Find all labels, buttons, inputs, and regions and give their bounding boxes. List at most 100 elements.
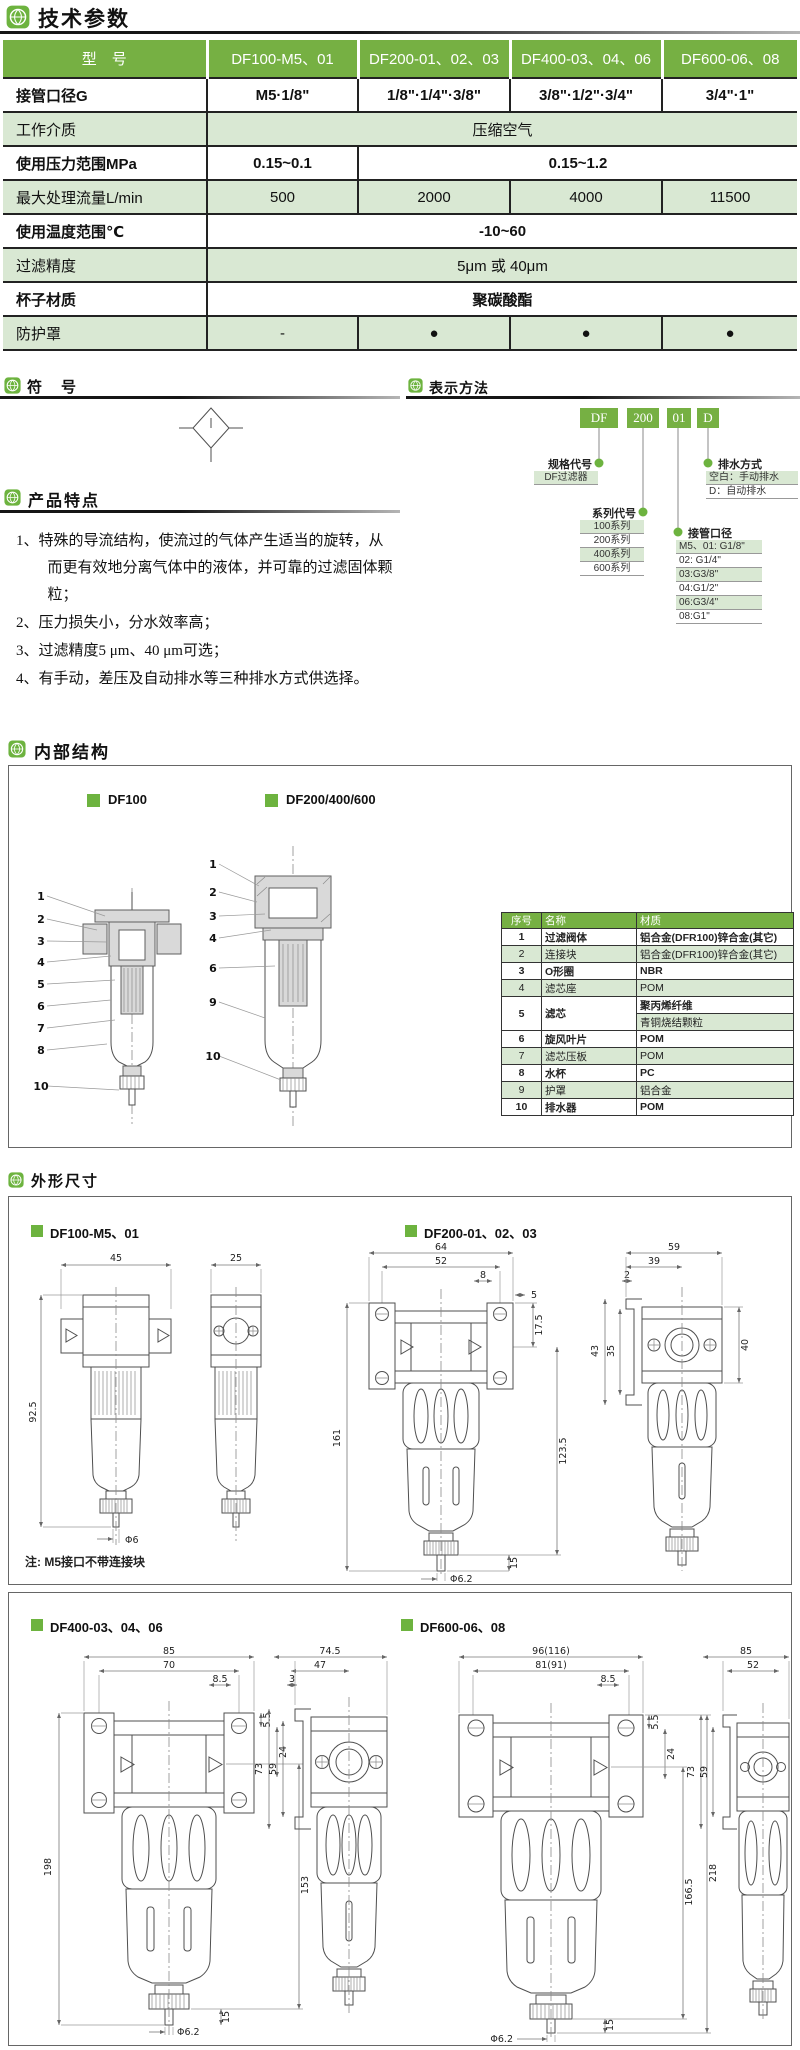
spec-row-flow: 最大处理流量L/min 500 2000 4000 11500 — [3, 180, 797, 215]
df100-dim-label: DF100-M5、01 — [50, 1226, 139, 1241]
callout-number: 7 — [37, 1022, 45, 1035]
green-dot — [638, 507, 648, 517]
callout-number: 5 — [37, 978, 45, 991]
spec-cell: 500 — [207, 180, 358, 215]
part-no: 7 — [501, 1047, 542, 1065]
dim-label: 47 — [314, 1660, 326, 1671]
series-item: 200系列 — [580, 534, 644, 548]
series-item: 100系列 — [580, 520, 644, 534]
spec-cell: - — [207, 316, 358, 351]
dim-label: 40 — [740, 1339, 751, 1351]
spec-cell: M5·1/8" — [207, 78, 358, 113]
dim-label: 198 — [43, 1858, 54, 1876]
code-box-df: DF — [580, 408, 618, 428]
dim-label: 3 — [289, 1674, 295, 1685]
parts-row: 9 护罩 铝合金 — [501, 1081, 794, 1099]
part-name: 排水器 — [541, 1098, 637, 1116]
dim-label: 5.5 — [262, 1712, 273, 1727]
part-material: NBR — [636, 962, 794, 980]
dim-label: 85 — [163, 1646, 175, 1657]
part-material: 铝合金 — [636, 1081, 794, 1099]
parts-row: 2 连接块 铝合金(DFR100)锌合金(其它) — [501, 945, 794, 963]
spec-header-df600: DF600-06、08 — [662, 40, 797, 79]
port-item: 03:G3/8" — [676, 568, 762, 582]
spec-row-port: 接管口径G M5·1/8" 1/8"·1/4"·3/8" 3/8"·1/2"·3… — [3, 78, 797, 113]
spec-cell: 4000 — [509, 180, 662, 215]
spec-label: 杯子材质 — [3, 282, 208, 317]
dim-label: 43 — [590, 1345, 601, 1357]
parts-row: 青铜烧结颗粒 — [502, 1013, 794, 1031]
ordering-diagram: DF 200 01 D 规格代号 DF过滤器 系列代号 100系列 200系列 … — [400, 400, 800, 668]
port-item: 06:G3/4" — [676, 596, 762, 610]
part-name: 过滤阀体 — [541, 928, 637, 946]
dim-label: 39 — [648, 1256, 660, 1267]
df200-internal-drawing: 1 2 3 4 6 9 10 — [205, 846, 332, 1128]
ordering-rule — [406, 396, 800, 399]
dim-label: 8.5 — [600, 1674, 615, 1685]
internal-df100-label: DF100 — [108, 792, 148, 807]
spec-code-item: DF过滤器 — [534, 471, 598, 485]
dim-label: 59 — [668, 1242, 680, 1253]
part-name: 护罩 — [541, 1081, 637, 1099]
callout-number: 10 — [33, 1080, 49, 1093]
label-bullet — [265, 794, 278, 807]
symbol-title: 符 号 — [27, 379, 79, 396]
part-name: 滤芯 — [541, 996, 637, 1031]
green-dot — [594, 458, 604, 468]
spec-cell: 2000 — [357, 180, 510, 215]
part-material: POM — [636, 1047, 794, 1065]
dim-label: 166.5 — [684, 1878, 695, 1905]
dim-label: 64 — [435, 1242, 447, 1253]
parts-row: 4 滤芯座 POM — [501, 979, 794, 997]
spec-header-df100: DF100-M5、01 — [207, 40, 360, 79]
dim-label: 24 — [666, 1748, 677, 1760]
ordering-title: 表示方法 — [429, 380, 489, 396]
port-code-label: 接管口径 — [688, 528, 732, 540]
parts-row: 8 水杯 PC — [501, 1064, 794, 1082]
dimensions-title: 外形尺寸 — [31, 1173, 100, 1190]
label-bullet — [31, 1619, 43, 1631]
section-logo-icon — [408, 378, 423, 393]
dim-label: 25 — [230, 1253, 242, 1264]
spec-cell: 压缩空气 — [207, 112, 797, 147]
spec-cell: 3/4"·1" — [661, 78, 797, 113]
dim-label: Φ6.2 — [490, 2034, 513, 2045]
drain-code-label: 排水方式 — [718, 459, 762, 471]
features-list: 1、特殊的导流结构，使流过的气体产生适当的旋转，从而更有效地分离气体中的液体，并… — [16, 528, 396, 694]
part-material: 铝合金(DFR100)锌合金(其它) — [636, 945, 794, 963]
parts-row: 3 O形圈 NBR — [501, 962, 794, 980]
part-material: 铝合金(DFR100)锌合金(其它) — [636, 928, 794, 946]
parts-header-name: 名称 — [541, 912, 637, 929]
code-box-drain: D — [697, 408, 719, 428]
spec-header-model: 型 号 — [3, 40, 209, 79]
feature-item: 2、压力损失小，分水效率高； — [16, 615, 219, 631]
port-item: M5、01: G1/8" — [676, 540, 762, 554]
df200-dim-label: DF200-01、02、03 — [424, 1226, 537, 1241]
part-no: 1 — [501, 928, 542, 946]
symbol-rule — [0, 396, 400, 399]
code-box-series: 200 — [627, 408, 659, 428]
callout-number: 8 — [37, 1044, 45, 1057]
section-logo-icon — [8, 740, 26, 758]
part-material: POM — [636, 979, 794, 997]
spec-cell: 0.15~0.1 — [207, 146, 358, 181]
part-no: 2 — [501, 945, 542, 963]
part-material: 青铜烧结颗粒 — [636, 1013, 794, 1031]
dim-label: 96(116) — [532, 1646, 570, 1657]
callout-number: 3 — [209, 910, 217, 923]
part-no: 6 — [501, 1030, 542, 1048]
internal-df200-label: DF200/400/600 — [286, 792, 376, 807]
title-rule — [0, 31, 800, 34]
feature-item: 3、过滤精度5 μm、40 μm可选； — [16, 643, 228, 659]
green-dot — [673, 527, 683, 537]
spec-cell: 0.15~1.2 — [357, 146, 797, 181]
callout-number: 6 — [209, 962, 217, 975]
df200-dimension-drawing: 64 52 8 5 17.5 — [332, 1242, 751, 1585]
dim-label: 2 — [624, 1270, 630, 1281]
df600-dimension-drawing: 96(116) 81(91) 8.5 5.5 24 — [458, 1646, 790, 2045]
dim-label: 52 — [435, 1256, 447, 1267]
spec-cell: 5μm 或 40μm — [207, 248, 797, 283]
part-no: 8 — [501, 1064, 542, 1082]
spec-cell: 11500 — [661, 180, 797, 215]
